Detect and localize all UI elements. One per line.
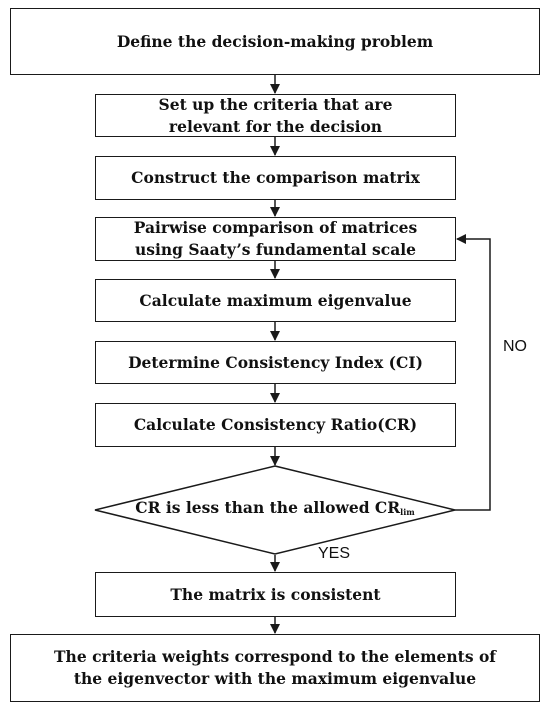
step-matrix-consistent: The matrix is consistent [95, 572, 456, 617]
step-eigen-text: Calculate maximum eigenvalue [139, 290, 412, 310]
no-label: NO [503, 338, 527, 355]
yes-label: YES [318, 545, 351, 562]
decision-label: CR is less than the allowed CRlim [130, 498, 420, 517]
step-max-eigenvalue: Calculate maximum eigenvalue [95, 279, 456, 322]
step-consistency-index: Determine Consistency Index (CI) [95, 341, 456, 384]
step-final-line2: the eigenvector with the maximum eigenva… [73, 669, 477, 688]
arrow-no-loop [455, 234, 491, 511]
step-consistent-text: The matrix is consistent [170, 584, 381, 604]
decision-text: CR is less than the allowed CR [135, 498, 401, 517]
step-construct-text: Construct the comparison matrix [131, 168, 420, 187]
step-pairwise-comparison: Pairwise comparison of matrices using Sa… [95, 217, 456, 261]
step-ci-text: Determine Consistency Index (CI) [128, 352, 423, 372]
step-define-text: Define the decision-making problem [116, 31, 434, 51]
step-criteria-weights: The criteria weights correspond to the e… [10, 634, 540, 702]
step-define-problem: Define the decision-making problem [10, 8, 540, 75]
step-pairwise-line2: using Saaty’s fundamental scale [135, 240, 416, 259]
step-final-line1: The criteria weights correspond to the e… [54, 647, 496, 666]
step-criteria-line2: relevant for the decision [168, 116, 383, 136]
step-setup-criteria: Set up the criteria that are relevant fo… [95, 94, 456, 137]
decision-diamond [94, 465, 456, 555]
step-consistency-ratio: Calculate Consistency Ratio(CR) [95, 403, 456, 447]
step-construct-matrix: Construct the comparison matrix [95, 156, 456, 200]
step-cr-text: Calculate Consistency Ratio(CR) [133, 415, 418, 434]
step-pairwise-line1: Pairwise comparison of matrices [133, 218, 418, 237]
step-criteria-line1: Set up the criteria that are [158, 94, 393, 114]
decision-subscript: lim [400, 507, 415, 517]
